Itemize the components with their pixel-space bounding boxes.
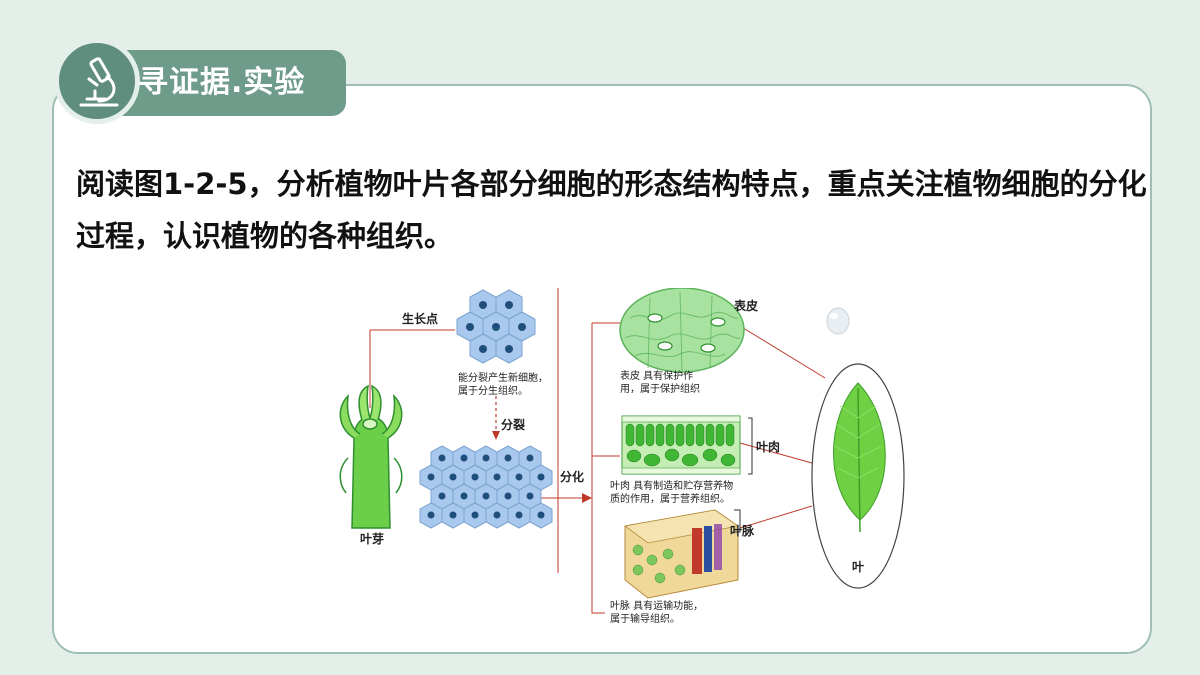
mesophyll-label: 叶肉 <box>756 440 781 454</box>
header-tab <box>122 50 346 116</box>
epidermis-drawing <box>619 287 745 373</box>
connector-lines <box>369 288 826 614</box>
mesophyll-drawing <box>621 415 753 475</box>
divided-cells <box>419 445 553 529</box>
leaf-bud-label: 叶芽 <box>360 532 385 546</box>
differentiation-label: 分化 <box>560 470 585 484</box>
division-arrow-head <box>492 431 500 440</box>
epidermis-caption: 表皮 具有保护作 用，属于保护组织 <box>620 371 700 395</box>
header-icon-badge <box>54 38 140 124</box>
vein-caption: 叶脉 具有运输功能， 属于输导组织。 <box>610 601 704 625</box>
leaf-drawing <box>811 363 905 589</box>
leaf-label: 叶 <box>852 560 865 574</box>
growth-point-caption: 能分裂产生新细胞， 属于分生组织。 <box>458 373 548 397</box>
meristem-cells <box>456 289 536 364</box>
header-title: 寻证据.实验 <box>138 65 306 100</box>
water-drop-decoration <box>826 307 850 335</box>
vein-drawing <box>624 509 741 599</box>
instruction-text: 阅读图1-2-5，分析植物叶片各部分细胞的形态结构特点，重点关注植物细胞的分化过… <box>76 167 1147 253</box>
content-card <box>52 84 1152 654</box>
leaf-bud-drawing <box>339 384 403 529</box>
microscope-icon <box>79 57 119 107</box>
mesophyll-caption: 叶肉 具有制造和贮存营养物 质的作用，属于营养组织。 <box>610 481 734 505</box>
epidermis-label: 表皮 <box>734 299 759 313</box>
vein-label: 叶脉 <box>730 524 755 538</box>
growth-point-label: 生长点 <box>402 312 439 326</box>
arrow-head <box>582 493 592 503</box>
figure-drawing <box>339 287 905 614</box>
division-label: 分裂 <box>501 418 526 432</box>
leaf-tissue-figure: 生长点 能分裂产生新细胞， 属于分生组织。 分裂 分化 叶芽 表皮 表皮 具有保… <box>320 287 920 633</box>
